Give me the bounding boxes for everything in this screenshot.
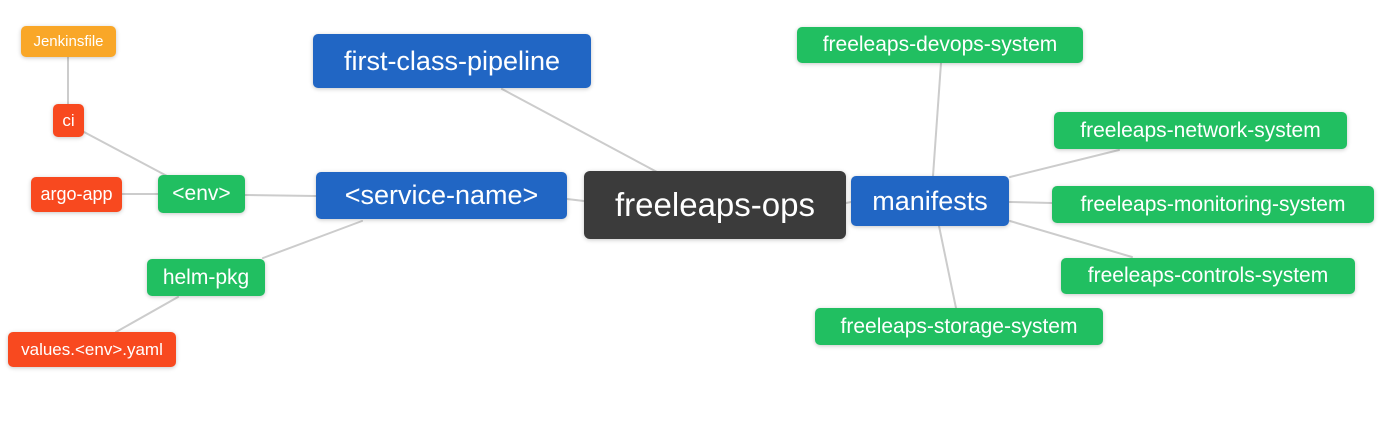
edge-manifests-controls — [1009, 220, 1133, 258]
edge-manifests-storage — [938, 225, 957, 309]
node-jenkinsfile[interactable]: Jenkinsfile — [21, 26, 116, 57]
edge-helm-pkg-service-name — [262, 220, 363, 259]
node-freeleaps-storage-system[interactable]: freeleaps-storage-system — [815, 308, 1103, 345]
node-freeleaps-devops-system[interactable]: freeleaps-devops-system — [797, 27, 1083, 63]
node-argo-app[interactable]: argo-app — [31, 177, 122, 212]
node-freeleaps-monitoring-system[interactable]: freeleaps-monitoring-system — [1052, 186, 1374, 223]
edge-manifests-network — [1009, 149, 1120, 178]
node-freeleaps-network-system[interactable]: freeleaps-network-system — [1054, 112, 1347, 149]
edge-ops-manifests — [845, 201, 852, 204]
node-freeleaps-controls-system[interactable]: freeleaps-controls-system — [1061, 258, 1355, 294]
node-values-env-yaml[interactable]: values.<env>.yaml — [8, 332, 176, 367]
node-first-class-pipeline[interactable]: first-class-pipeline — [313, 34, 591, 88]
node-helm-pkg[interactable]: helm-pkg — [147, 259, 265, 296]
node-service-name[interactable]: <service-name> — [316, 172, 567, 219]
edge-manifests-monitoring — [1008, 201, 1053, 204]
edge-values-helm-pkg — [115, 296, 179, 333]
node-freeleaps-ops[interactable]: freeleaps-ops — [584, 171, 846, 239]
node-env[interactable]: <env> — [158, 175, 245, 213]
edge-service-name-ops — [566, 198, 585, 202]
edge-env-service-name — [244, 194, 317, 197]
node-manifests[interactable]: manifests — [851, 176, 1009, 226]
node-ci[interactable]: ci — [53, 104, 84, 137]
edge-manifests-devops — [932, 62, 942, 177]
edge-ci-env — [83, 131, 168, 177]
edge-pipeline-ops — [501, 88, 658, 173]
